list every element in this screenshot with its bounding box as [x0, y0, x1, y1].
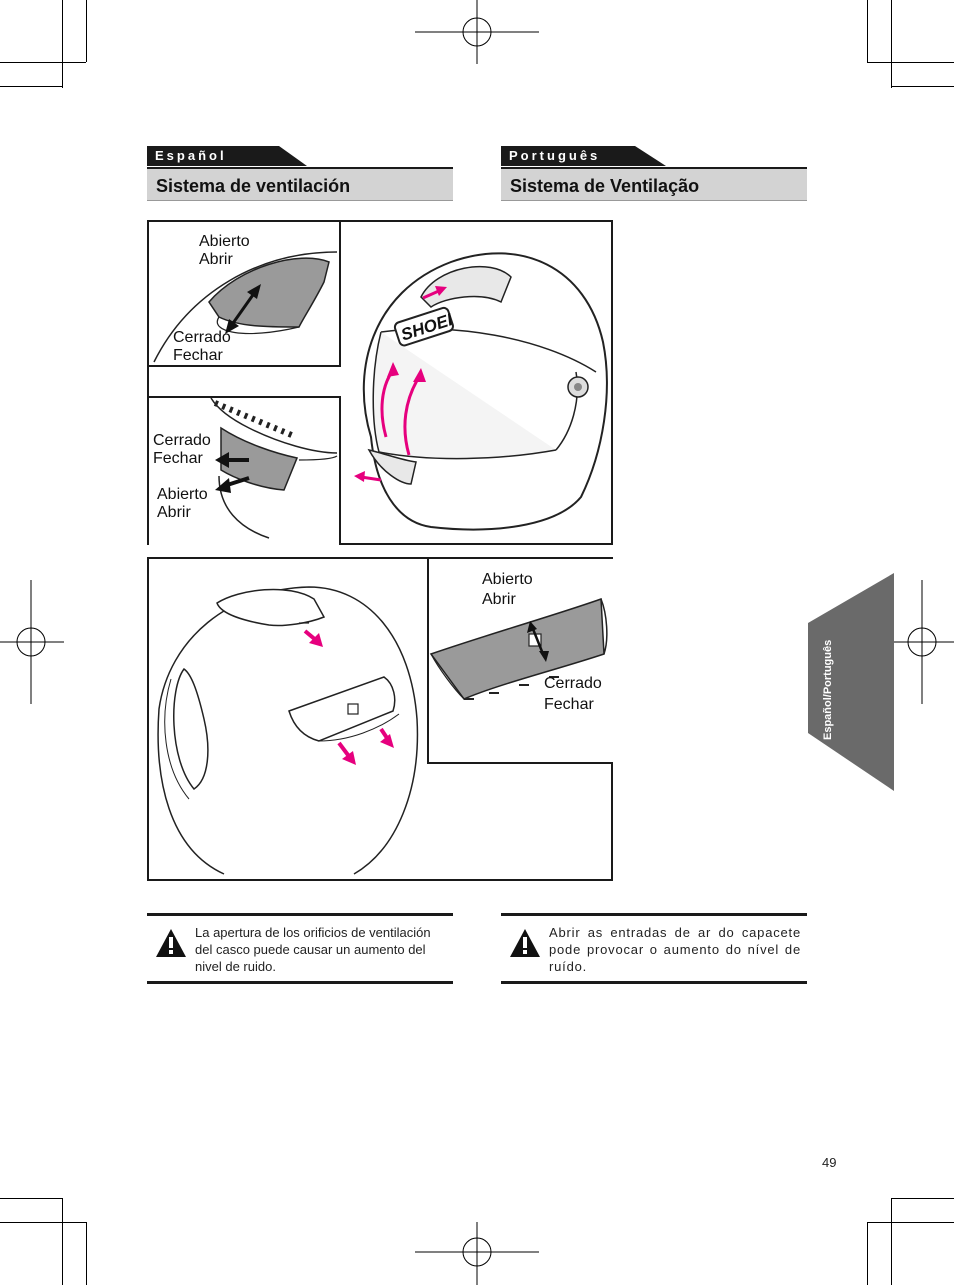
inset-rear-vent: Abierto Abrir Cerrado Fechar — [427, 559, 613, 764]
title-text-es: Sistema de ventilación — [156, 176, 351, 196]
arrow-spoiler-icon — [303, 629, 323, 647]
warning-triangle-icon — [156, 929, 186, 957]
label-top-open: Abierto Abrir — [199, 233, 250, 268]
helmet-front-illustration: SHOEI — [354, 252, 608, 531]
language-label-pt: Português — [509, 148, 601, 163]
helmet-rear-illustration — [157, 586, 419, 875]
warning-text-es: La apertura de los orificios de ventilac… — [195, 925, 431, 974]
label-rear-open: Abierto Abrir — [482, 571, 533, 608]
figure-front-vents: SHOEI — [147, 220, 613, 545]
arrow-top-vent-icon — [422, 286, 447, 300]
side-language-tab — [808, 573, 894, 791]
arrow-chin-open-icon — [215, 476, 250, 493]
arrow-rear-open-close-icon — [527, 621, 549, 662]
arrow-rear-vent-icon — [337, 727, 394, 765]
warning-box-pt: Abrir as entradas de ar do capacete pode… — [501, 913, 807, 984]
label-chin-open: Abierto Abrir — [157, 486, 208, 521]
inset-chin-vent: Cerrado Fechar Abierto Abrir — [149, 396, 341, 545]
language-tab-pt: Português — [501, 146, 666, 166]
language-tab-es: Español — [147, 146, 307, 166]
section-title-pt: Sistema de Ventilação — [501, 167, 807, 201]
arrow-open-close-icon — [225, 284, 261, 334]
side-tab-label: Español/Português — [822, 639, 834, 740]
warning-text-pt: Abrir as entradas de ar do capacete pode… — [549, 925, 801, 974]
language-label-es: Español — [155, 148, 227, 163]
inset-top-vent: Abierto Abrir Cerrado Fechar — [149, 222, 341, 367]
label-rear-closed: Cerrado Fechar — [544, 675, 602, 713]
label-top-closed: Cerrado Fechar — [173, 329, 231, 364]
arrow-chin-closed-icon — [215, 452, 249, 468]
title-text-pt: Sistema de Ventilação — [510, 176, 700, 196]
page-number: 49 — [822, 1155, 837, 1170]
arrow-visor-up-icon — [380, 362, 426, 456]
warning-triangle-icon — [510, 929, 540, 957]
section-title-es: Sistema de ventilación — [147, 167, 453, 201]
figure-rear-vents: Abierto Abrir Cerrado Fechar — [147, 557, 613, 881]
warning-box-es: La apertura de los orificios de ventilac… — [147, 913, 453, 984]
label-chin-closed: Cerrado Fechar — [153, 432, 211, 467]
arrow-chin-vent-icon — [354, 471, 382, 482]
